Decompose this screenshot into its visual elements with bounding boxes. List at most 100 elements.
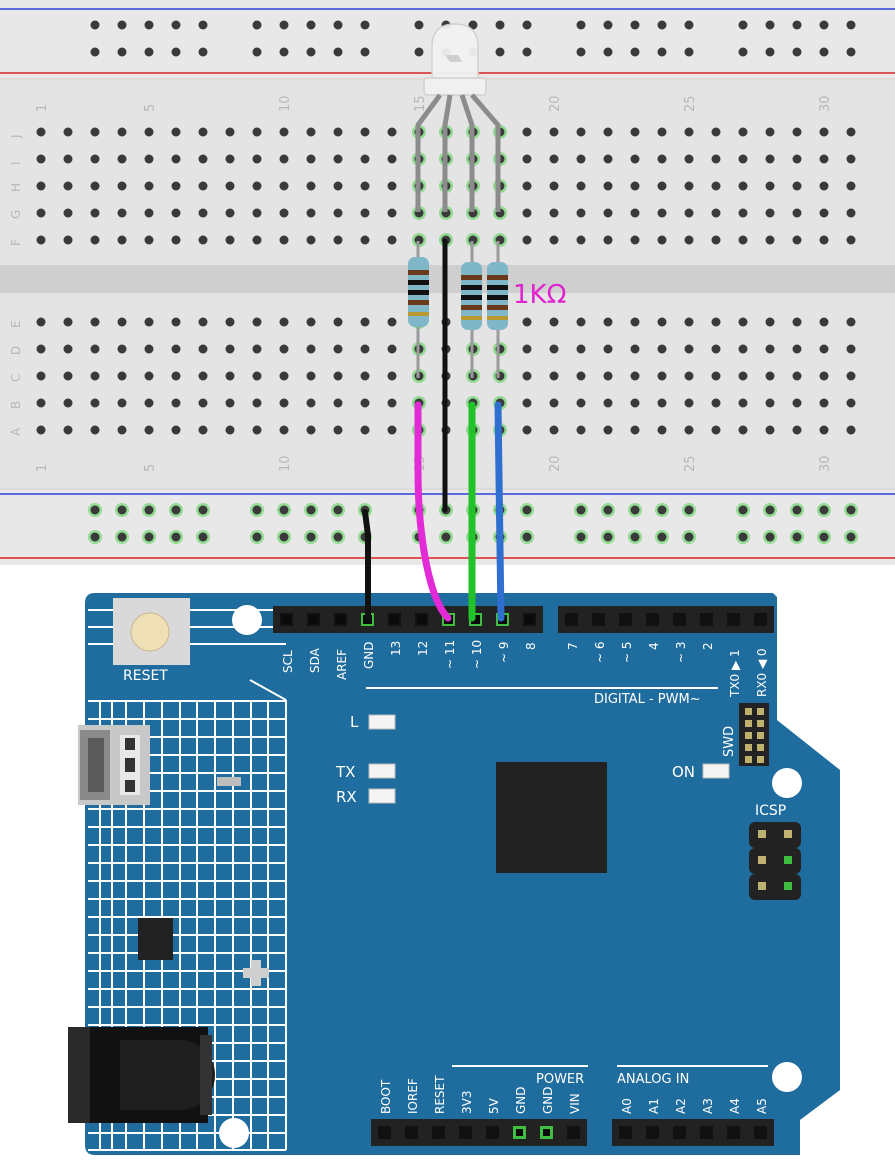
breadboard-hole (846, 181, 856, 191)
breadboard-hole (549, 398, 559, 408)
breadboard-hole (738, 208, 748, 218)
power-header (371, 1119, 587, 1146)
row-letter-e: E (9, 320, 23, 328)
swd-pin (757, 708, 764, 715)
col-num-30-bottom: 30 (818, 455, 833, 472)
analog-pin (700, 1126, 713, 1139)
breadboard-hole (90, 154, 100, 164)
breadboard-hole (36, 317, 46, 327)
breadboard-hole (117, 235, 127, 245)
breadboard-hole (360, 317, 370, 327)
breadboard-hole (117, 425, 127, 435)
breadboard-hole (792, 371, 802, 381)
breadboard-hole (36, 344, 46, 354)
resistor-red-channel (408, 257, 429, 327)
col-num-30-top: 30 (818, 95, 833, 112)
breadboard-hole (279, 398, 289, 408)
breadboard-hole (304, 503, 318, 517)
breadboard-hole (252, 371, 262, 381)
breadboard-hole (387, 154, 397, 164)
mount-hole (219, 1118, 249, 1148)
breadboard-hole (522, 20, 532, 30)
breadboard-hole (790, 503, 804, 517)
power-pin-label: GND (541, 1086, 555, 1114)
breadboard-hole (846, 235, 856, 245)
breadboard-hole (306, 317, 316, 327)
breadboard-hole (576, 235, 586, 245)
breadboard-hole (846, 317, 856, 327)
breadboard-hole (576, 181, 586, 191)
breadboard-hole (601, 530, 615, 544)
breadboard-hole (657, 154, 667, 164)
breadboard-hole (549, 235, 559, 245)
breadboard-hole (117, 154, 127, 164)
breadboard-hole (493, 342, 507, 356)
breadboard-hole (90, 47, 100, 57)
row-letter-i: I (9, 161, 23, 165)
breadboard-hole (252, 127, 262, 137)
power-pin (432, 1126, 445, 1139)
breadboard-hole (279, 154, 289, 164)
breadboard-hole (90, 425, 100, 435)
breadboard-hole (360, 425, 370, 435)
breadboard-hole (36, 154, 46, 164)
breadboard-hole (520, 503, 534, 517)
breadboard-hole (684, 20, 694, 30)
pin-label-11: ~ 11 (443, 640, 457, 669)
breadboard-hole (333, 235, 343, 245)
breadboard-hole (765, 317, 775, 327)
digital-pin (673, 613, 686, 626)
breadboard-hole (277, 530, 291, 544)
breadboard-hole (306, 371, 316, 381)
breadboard-hole (763, 503, 777, 517)
breadboard-hole (90, 127, 100, 137)
col-num-10-top: 10 (278, 95, 293, 112)
breadboard-hole (250, 530, 264, 544)
wire-black-gnd (362, 509, 371, 621)
breadboard-hole (171, 398, 181, 408)
breadboard-hole (846, 208, 856, 218)
breadboard-hole (360, 235, 370, 245)
pin-label-aref: AREF (335, 649, 349, 680)
reset-button[interactable] (130, 612, 170, 652)
breadboard-hole (387, 127, 397, 137)
breadboard-hole (819, 398, 829, 408)
row-letter-h: H (9, 183, 23, 192)
breadboard-hole (603, 371, 613, 381)
breadboard-hole (36, 398, 46, 408)
breadboard-hole (90, 344, 100, 354)
breadboard-hole (819, 317, 829, 327)
breadboard-hole (117, 371, 127, 381)
breadboard-hole (603, 398, 613, 408)
power-pin-label: RESET (433, 1075, 447, 1114)
analog-pin (754, 1126, 767, 1139)
breadboard-hole (495, 20, 505, 30)
breadboard-hole (225, 371, 235, 381)
power-pin-label: VIN (568, 1093, 582, 1114)
breadboard-hole (684, 47, 694, 57)
mount-hole (232, 605, 262, 635)
resistor-green-channel (461, 262, 482, 330)
breadboard-hole (522, 398, 532, 408)
breadboard-hole (819, 235, 829, 245)
breadboard-hole (171, 208, 181, 218)
breadboard-hole (522, 371, 532, 381)
breadboard-hole (144, 425, 154, 435)
board-outline (85, 593, 840, 1155)
breadboard-hole (630, 425, 640, 435)
swd-pin (757, 756, 764, 763)
breadboard-hole (684, 127, 694, 137)
breadboard-hole (630, 47, 640, 57)
breadboard-hole (711, 127, 721, 137)
breadboard-hole (171, 20, 181, 30)
breadboard-hole (711, 181, 721, 191)
breadboard-hole (819, 20, 829, 30)
swd-pin (745, 720, 752, 727)
breadboard-hole (198, 127, 208, 137)
breadboard-hole (225, 398, 235, 408)
wire-pink-pin11 (414, 401, 452, 622)
breadboard-hole (603, 317, 613, 327)
breadboard-hole (574, 503, 588, 517)
breadboard-hole (576, 208, 586, 218)
